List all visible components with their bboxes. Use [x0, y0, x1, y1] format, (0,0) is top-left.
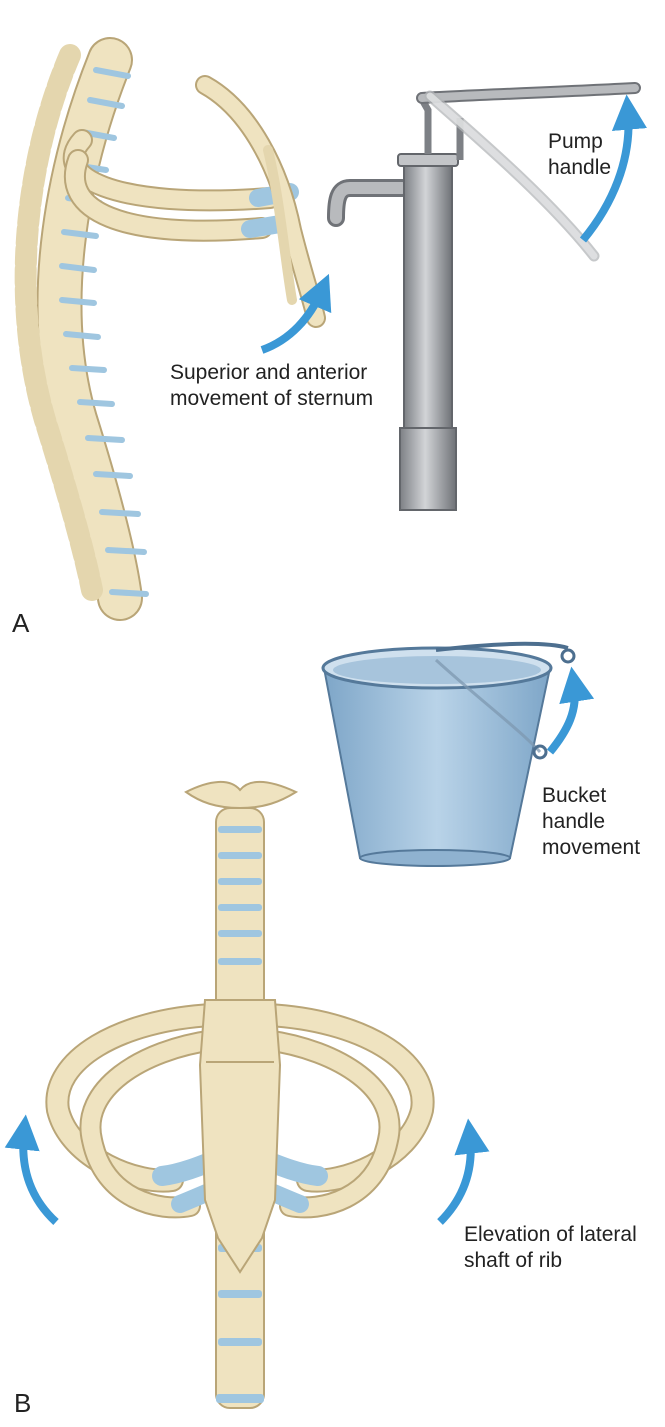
right-rib-arrow: [437, 1118, 490, 1225]
pump-arrow: [579, 94, 647, 243]
panel-letter-b: B: [14, 1388, 32, 1418]
sternum-movement-label-line-1: Superior and anterior: [170, 361, 368, 384]
panel-letter-a: A: [12, 608, 30, 638]
sternum-front: [198, 999, 282, 1274]
left-rib-arrow: [4, 1114, 59, 1225]
rib-elevation-label: Elevation of lateral shaft of rib: [464, 1222, 637, 1274]
anterior-ribs: [45, 1003, 435, 1219]
sternum-movement-label: Superior and anterior movement of sternu…: [170, 360, 373, 412]
sternum-movement-label-line-2: movement of sternum: [170, 387, 374, 410]
bucket-handle-label-line-3: movement: [542, 836, 641, 859]
lateral-ribs: [62, 129, 299, 242]
bucket-handle-label-line-1: Bucket: [542, 784, 607, 807]
bucket-handle-label-line-2: handle: [542, 810, 606, 833]
bucket-arrow: [546, 666, 595, 755]
pump-handle-label-line-1: Pump: [548, 130, 603, 153]
sternum-arrow: [260, 273, 332, 354]
rib-elevation-label-line-2: shaft of rib: [464, 1249, 563, 1272]
bucket: [321, 641, 576, 867]
pump-handle-label: Pump handle: [548, 129, 611, 181]
rib-elevation-label-line-1: Elevation of lateral: [464, 1223, 637, 1246]
bucket-handle-label: Bucket handle movement: [542, 783, 640, 861]
pump-handle-label-line-2: handle: [548, 156, 612, 179]
water-pump: [327, 82, 641, 511]
